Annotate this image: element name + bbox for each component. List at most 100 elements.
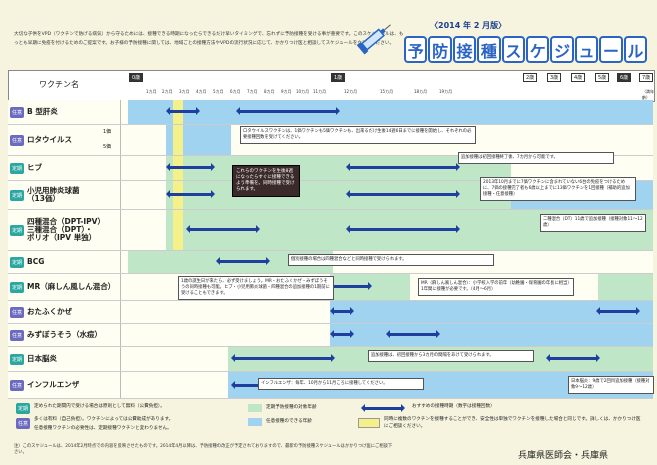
vaccine-name: 小児用肺炎球菌（13価） [27,187,80,203]
age-label: 7歳 [639,73,654,82]
schedule-grid: 追加接種は、初回接種から3カ月の間隔をあけて受けられます。 [128,347,653,371]
month-label: 12カ月 [344,89,358,94]
row-pneumococcal: 定期 小児用肺炎球菌（13価） 2013年10月までに7価ワクチンに含まれていな… [8,177,653,210]
row-influenza: 任意 インフルエンザ インフルエンザ：毎年、10月から11月ころに接種してくださ… [8,372,654,399]
month-label: 5カ月 [213,89,224,94]
title-char: 予 [404,36,428,63]
schedule-grid [128,100,653,124]
vaccine-name: B 型肝炎 [27,107,58,116]
legend-teiki-text: 定められた期間内で受ける場合は原則として無料（公費負担）。 [34,404,165,409]
simultaneous-band [173,210,183,250]
month-label: 4カ月 [196,89,207,94]
legend-green-swatch [248,404,262,412]
vaccine-column-header: ワクチン名 [39,80,79,89]
vaccine-name: おたふくかぜ [27,307,73,316]
recommended-arrow [236,107,340,115]
legend-arrow [361,404,405,412]
bcg-note: 個別接種の場合は四種混合などと同時接種で受けられます。 [288,254,494,266]
simultaneous-callout: これらのワクチンを生後8週になったらすぐに接種できるよう準備を。同時接種で受けら… [232,165,300,197]
legend-yellow-text: 同時に複数のワクチンを接種することができ、安全性は単独でワクチンを接種した場合と… [384,417,641,429]
vaccine-name-cell: 定期 四種混合（DPT-IPV）三種混合（DPT）・ポリオ（IPV 単独） [8,210,121,250]
legend-nini-text-2: 任意接種ワクチンの必要性は、定期接種ワクチンと変わりません。 [34,426,172,431]
title-char: ス [501,36,526,63]
vaccine-name: インフルエンザ [27,380,80,389]
age-unit-label: （満年齢） [642,89,654,100]
vaccine-name-cell: 任意 インフルエンザ [8,372,121,398]
legend-yellow-swatch [358,418,380,428]
recommended-arrow [330,307,354,315]
schedule-grid: 2013年10月までに7価ワクチンに含まれていない6台の免疫をつけるために、7価… [128,177,653,209]
title-char: ル [623,36,648,63]
legend-nini-text-1: 多くは有料（自己負担）。ワクチンによっては公費助成があります。 [34,417,174,422]
nini-badge: 任意 [10,329,25,341]
month-label: 7カ月 [247,89,258,94]
title-char: ケ [526,36,550,63]
row-bcg: 定期 BCG 個別接種の場合は四種混合などと同時接種で受けられます。 [8,251,653,274]
schedule-grid [128,324,653,346]
vaccine-name-cell: 定期 小児用肺炎球菌（13価） [8,181,121,209]
month-label: 8カ月 [264,89,275,94]
title-char: ュ [574,36,599,63]
row-hepatitis-b: 任意 B 型肝炎 [8,100,653,125]
age-label: 2歳 [523,73,538,82]
schedule-grid: ロタウイルスワクチンは、1価ワクチンも5価ワクチンも、出来るだけ生後14週6日ま… [128,125,653,155]
simultaneous-band [173,125,183,155]
dt-note: 二種混合（DT）11歳で追加接種（接種対象11～12歳） [540,214,646,232]
legend-green-text: 定期予防接種の対象年齢 [266,405,317,410]
legend-blue-text: 任意接種のできる年齢 [266,419,312,424]
recommended-arrow [546,354,600,362]
publisher: 兵庫県医師会・兵庫県 [518,451,609,461]
recommended-arrow [166,163,215,171]
recommended-arrow [166,107,200,115]
recommended-arrow [346,163,460,171]
recommended-arrow [231,354,335,362]
teiki-badge: 定期 [10,224,25,236]
month-label: 3カ月 [179,89,190,94]
vaccine-name: 四種混合（DPT-IPV）三種混合（DPT）・ポリオ（IPV 単独） [27,218,105,242]
title-char: 種 [477,36,501,63]
age-label: 3歳 [547,73,562,82]
vaccine-name-cell: 任意 B 型肝炎 [8,100,121,124]
rota-note: ロタウイルスワクチンは、1価ワクチンも5価ワクチンも、出来るだけ生後14週6日ま… [240,126,476,144]
teiki-badge: 定期 [10,189,25,201]
edition-label: 〈2014 年 2 月版〉 [430,21,507,30]
vaccine-name-cell: 定期 MR（麻しん風しん混合） [8,274,121,300]
nini-badge: 任意 [10,106,25,118]
legend: 定期 定められた期間内で受ける場合は原則として無料（公費負担）。 任意 多くは有… [8,402,653,442]
age-label: 1歳 [331,73,346,82]
vaccine-sub-2: 5価 [103,144,112,150]
teiki-badge: 定期 [10,353,25,365]
recommended-arrow [186,225,260,233]
vaccine-name-cell: 任意 みずぼうそう（水痘） [8,324,121,346]
recommended-arrow [346,225,460,233]
intro-text: 大切な子供をVPD（ワクチンで防げる病気）から守るためには、接種できる時期になっ… [14,32,404,46]
teiki-badge: 定期 [10,281,25,293]
optional-age-band [330,301,653,323]
row-varicella: 任意 みずぼうそう（水痘） [8,324,653,347]
nini-badge: 任意 [10,134,25,146]
vaccine-sub-1: 1価 [103,129,112,135]
recommended-arrow [328,282,372,290]
month-label: 6カ月 [230,89,241,94]
vaccine-name: ヒブ [27,163,43,172]
row-mumps: 任意 おたふくかぜ [8,301,653,324]
syringe-icon [356,24,391,55]
nini-badge: 任意 [10,306,25,318]
row-dpt-ipv: 定期 四種混合（DPT-IPV）三種混合（DPT）・ポリオ（IPV 単独） 二種… [8,210,653,251]
age-label: 4歳 [571,73,586,82]
title-char: 防 [428,36,452,63]
title-char: 接 [452,36,477,63]
schedule-grid: 二種混合（DT）11歳で追加接種（接種対象11～12歳） [128,210,653,250]
recommended-arrow [166,190,215,198]
month-label: 9カ月 [281,89,292,94]
je-second-note: 日本脳炎：9歳で2回目追加接種（接種対象9～12歳） [568,376,654,394]
vaccine-name-sub: （13価） [27,194,60,203]
age-label: 0歳 [129,73,144,82]
recommended-arrow [330,330,354,338]
nini-badge: 任意 [16,418,31,429]
je-note: 追加接種は、初回接種から3カ月の間隔をあけて受けられます。 [368,350,534,362]
schedule-grid: インフルエンザ：毎年、10月から11月ころに接種してください。 日本脳炎：9歳で… [128,372,654,398]
recommended-arrow [386,330,440,338]
age-label: 5歳 [595,73,610,82]
